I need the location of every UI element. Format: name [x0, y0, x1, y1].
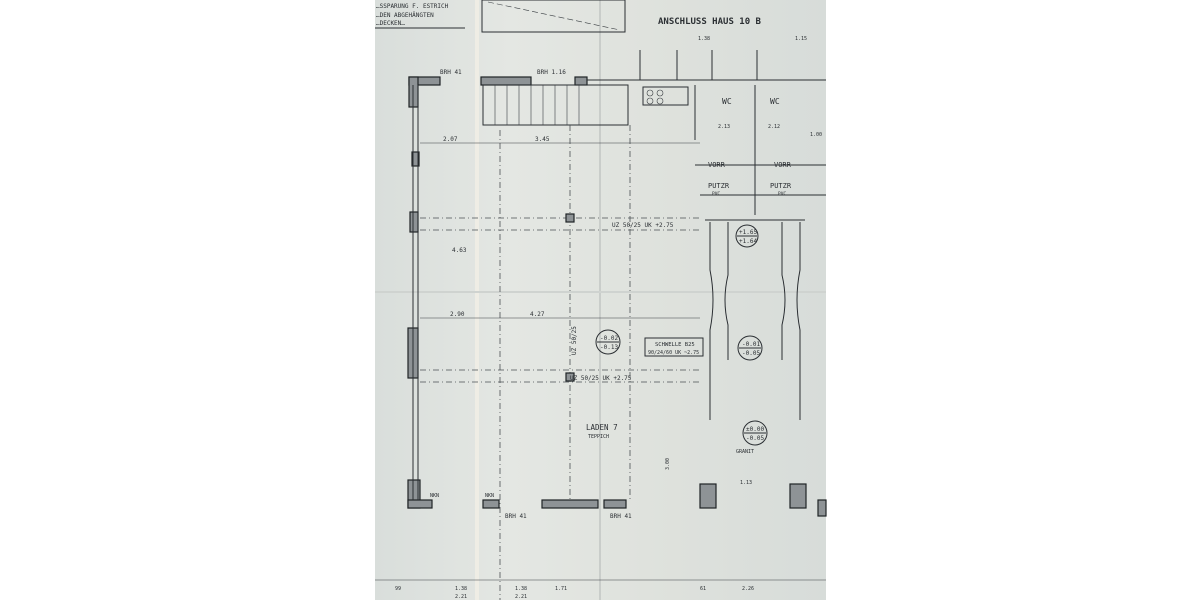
note-line: …SSPARUNG F. ESTRICH: [376, 3, 449, 10]
level-top: +1.65: [739, 229, 757, 236]
parapet-label: BRH 41: [505, 513, 527, 520]
threshold-detail: 90/24/60 UK ~2.75: [648, 350, 699, 356]
dimension: 61: [700, 586, 706, 592]
paper-folds: [375, 0, 826, 600]
putzr-label: PUTZR: [770, 182, 792, 190]
granit-label: GRANIT: [736, 449, 754, 455]
level-marker: -0.02 -0.13: [595, 329, 621, 355]
room-name: LADEN 7: [586, 423, 618, 432]
level-top: -0.02: [600, 335, 618, 342]
level-bottom: -0.05: [746, 435, 764, 442]
note-line: …DEN ABGEHÄNGTEN: [376, 12, 434, 19]
bottom-dimensions: 99 1.38 2.21 1.71 1.38 2.21 61 2.26: [395, 586, 754, 600]
level-marker: +1.65 +1.64: [735, 224, 759, 248]
parapet-label: BRH 41: [440, 69, 462, 76]
note-line: …DECKEN…: [376, 20, 405, 27]
putzr-label: PUTZR: [708, 182, 730, 190]
dimension: 1.15: [795, 36, 807, 42]
dimension: 2.12: [768, 124, 780, 130]
dimension: 1.00: [810, 132, 822, 138]
dimension: 2.26: [742, 586, 754, 592]
pvc-label: PVC: [778, 191, 786, 197]
dimension: 3.00: [665, 458, 671, 470]
parapet-label: BRH 41: [610, 513, 632, 520]
dimension: 1.38: [698, 36, 710, 42]
vorr-label: VORR: [708, 161, 726, 169]
wc-label: WC: [722, 97, 732, 106]
level-marker: -0.01 -0.05: [737, 335, 763, 361]
grid-lines: [375, 125, 826, 600]
vorr-label: VORR: [774, 161, 792, 169]
level-bottom: -0.05: [742, 350, 760, 357]
dimension: 4.27: [530, 311, 545, 318]
walls: [407, 50, 827, 517]
dimension: 2.21: [515, 594, 527, 600]
room-floor: TEPPICH: [588, 434, 609, 440]
level-top: ±0.00: [746, 426, 764, 433]
level-bottom: +1.64: [739, 238, 757, 245]
dimension: 1.38: [515, 586, 527, 592]
dimension: 2.90: [450, 311, 465, 318]
header-note: …SSPARUNG F. ESTRICH …DEN ABGEHÄNGTEN …D…: [375, 0, 626, 33]
dimension: 2.13: [718, 124, 730, 130]
beam-label: UZ 50/25: [571, 326, 578, 355]
beam-label: UZ 50/25 UK +2.75: [570, 375, 632, 382]
connection-label: ANSCHLUSS HAUS 10 B: [658, 17, 762, 27]
parapet-top-label: BRH 1.16: [537, 69, 566, 76]
level-bottom: -0.13: [600, 344, 618, 351]
dimension: 1.38: [455, 586, 467, 592]
dimension: 2.07: [443, 136, 458, 143]
dimension: 1.13: [740, 480, 752, 486]
niche-label: NKN: [485, 493, 494, 499]
threshold-label: SCHWELLE B25: [655, 342, 695, 348]
wc-label: WC: [770, 97, 780, 106]
beam-label: UZ 50/25 UK +2.75: [612, 222, 674, 229]
level-top: -0.01: [742, 341, 760, 348]
dimension: 2.21: [455, 594, 467, 600]
dimension: 1.71: [555, 586, 567, 592]
level-markers: -0.02 -0.13 -0.01 -0.05 ±0.00 -0.05 +1.6…: [595, 224, 768, 446]
niche-label: NKN: [430, 493, 439, 499]
dimension: 4.63: [452, 247, 467, 254]
dimension: 99: [395, 586, 401, 592]
level-marker: ±0.00 -0.05: [742, 420, 768, 446]
pvc-label: PVC: [712, 191, 720, 197]
dimension: 3.45: [535, 136, 550, 143]
